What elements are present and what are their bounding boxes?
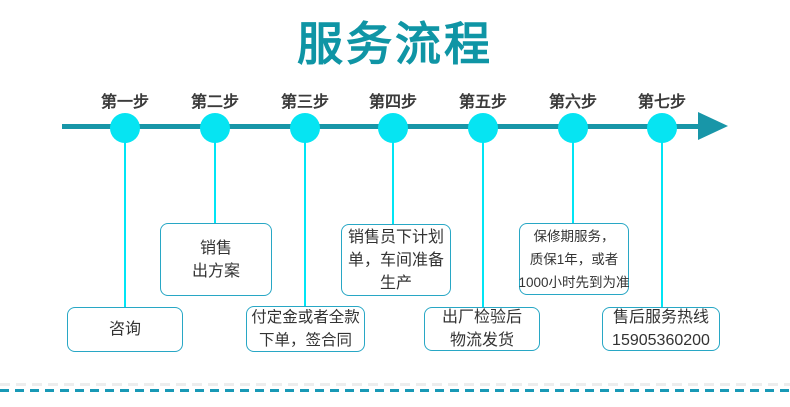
- step-box-production: 销售员下计划 单，车间准备 生产: [341, 224, 451, 296]
- box-line: 出厂检验后: [441, 309, 522, 326]
- bottom-teal-dashed-divider: [0, 389, 790, 392]
- step-box-consultation: 咨询: [67, 307, 183, 352]
- box-line: 销售: [199, 239, 232, 257]
- box-line: 保修期服务，: [533, 228, 615, 244]
- step-label: 第三步: [280, 94, 330, 111]
- box-line: 付定金或者全款: [251, 309, 360, 326]
- connector-line: [214, 141, 216, 225]
- step-circle-icon: [290, 113, 320, 143]
- step-circle-icon: [378, 113, 408, 143]
- step-box-sales-plan: 销售 出方案: [160, 223, 272, 296]
- connector-line: [482, 141, 484, 308]
- box-line: 咨询: [108, 321, 141, 338]
- box-line: 1000小时先到为准: [518, 274, 630, 290]
- box-line: 单，车间准备: [347, 251, 444, 269]
- step-circle-icon: [558, 113, 588, 143]
- step-circle-icon: [647, 113, 677, 143]
- box-line: 生产: [379, 274, 412, 292]
- arrow-right-icon: [698, 112, 728, 140]
- step-box-inspection-shipping: 出厂检验后 物流发货: [424, 307, 540, 351]
- box-line: 销售员下计划: [347, 228, 444, 246]
- step-circle-icon: [468, 113, 498, 143]
- step-label: 第五步: [458, 94, 508, 111]
- box-line: 物流发货: [449, 332, 514, 349]
- box-line: 出方案: [191, 262, 240, 280]
- page-title: 服务流程: [297, 18, 493, 70]
- connector-line: [572, 141, 574, 225]
- step-label: 第六步: [548, 94, 598, 111]
- step-box-warranty: 保修期服务， 质保1年，或者 1000小时先到为准: [518, 223, 630, 295]
- connector-line: [392, 141, 394, 225]
- connector-line: [304, 141, 306, 308]
- step-label: 第四步: [368, 94, 418, 111]
- step-label: 第一步: [100, 94, 150, 111]
- step-label: 第七步: [637, 94, 687, 111]
- box-line: 下单，签合同: [258, 332, 352, 349]
- connector-line: [124, 141, 126, 308]
- step-circle-icon: [110, 113, 140, 143]
- step-box-aftersales-hotline: 售后服务热线 15905360200: [602, 307, 720, 351]
- step-label: 第二步: [190, 94, 240, 111]
- box-line: 质保1年，或者: [529, 251, 619, 267]
- box-line: 15905360200: [612, 332, 710, 349]
- box-line: 售后服务热线: [612, 309, 709, 326]
- step-box-payment-contract: 付定金或者全款 下单，签合同: [246, 306, 365, 352]
- bottom-gray-dashed-divider: [0, 383, 790, 386]
- connector-line: [661, 141, 663, 308]
- step-circle-icon: [200, 113, 230, 143]
